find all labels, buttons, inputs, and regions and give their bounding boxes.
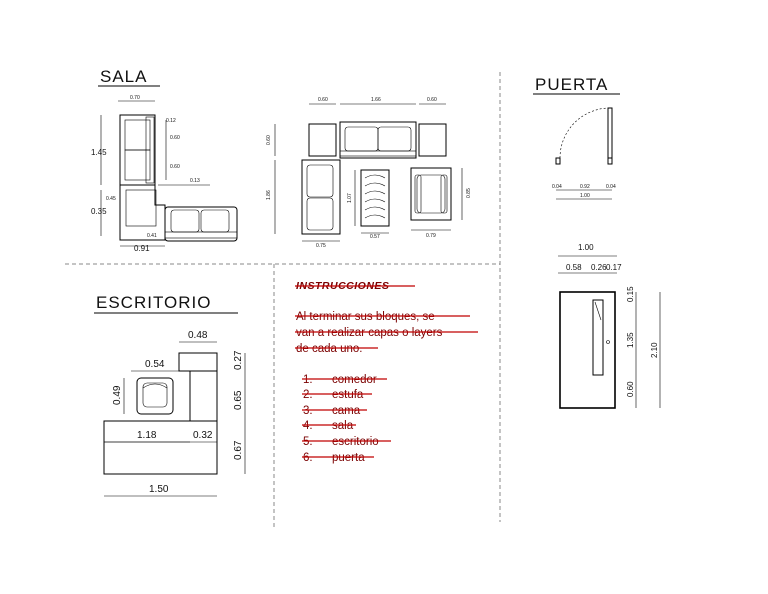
svg-text:0.60: 0.60: [427, 97, 437, 103]
svg-text:0.79: 0.79: [426, 233, 436, 239]
svg-text:0.49: 0.49: [112, 385, 123, 405]
svg-text:0.67: 0.67: [233, 440, 244, 460]
list-item: 2.: [303, 389, 313, 401]
svg-text:0.32: 0.32: [193, 430, 213, 441]
svg-text:0.65: 0.65: [233, 390, 244, 410]
list-item: 3.: [303, 405, 313, 417]
svg-text:0.12: 0.12: [166, 118, 176, 124]
list-item: 1.: [303, 374, 313, 386]
svg-text:0.45: 0.45: [106, 196, 116, 202]
svg-text:1.00: 1.00: [580, 193, 590, 199]
svg-text:1.50: 1.50: [149, 484, 169, 495]
instructions-line-2: van a realizar capas o layers: [296, 327, 443, 339]
svg-text:1.86: 1.86: [266, 190, 272, 200]
svg-text:1.66: 1.66: [371, 97, 381, 103]
svg-text:0.35: 0.35: [91, 207, 107, 216]
svg-text:0.27: 0.27: [233, 350, 244, 370]
puerta-title: PUERTA: [535, 75, 608, 94]
svg-text:1.45: 1.45: [91, 148, 107, 157]
list-item: sala: [332, 420, 354, 432]
instructions-block: INSTRUCCIONES Al terminar sus bloques, s…: [295, 280, 478, 464]
list-item: cama: [332, 405, 361, 417]
svg-text:0.60: 0.60: [318, 97, 328, 103]
svg-text:0.41: 0.41: [147, 233, 157, 239]
list-item: 4.: [303, 420, 313, 432]
list-item: 6.: [303, 452, 313, 464]
svg-text:0.60: 0.60: [170, 164, 180, 170]
svg-text:0.92: 0.92: [580, 184, 590, 190]
list-item: escritorio: [332, 436, 379, 448]
svg-text:0.91: 0.91: [134, 244, 150, 253]
instructions-list: 1. comedor 2. estufa 3. cama 4. sala 5. …: [302, 374, 391, 464]
svg-text:1.18: 1.18: [137, 430, 157, 441]
puerta-block: PUERTA 0.04 0.92 0.04 1.00 1.00 0.58 0.2…: [533, 75, 661, 409]
svg-text:0.04: 0.04: [606, 184, 616, 190]
list-item: comedor: [332, 374, 377, 386]
svg-text:1.07: 1.07: [347, 193, 353, 203]
instructions-line-1: Al terminar sus bloques, se: [296, 311, 435, 323]
svg-text:1.00: 1.00: [578, 243, 594, 252]
svg-text:0.70: 0.70: [130, 95, 140, 101]
escritorio-block: ESCRITORIO 0.48 0.54 0.27 0.49 0.65 1.18…: [94, 293, 246, 497]
svg-text:0.75: 0.75: [316, 243, 326, 249]
list-item: 5.: [303, 436, 313, 448]
svg-text:0.13: 0.13: [190, 178, 200, 184]
svg-text:0.60: 0.60: [266, 135, 272, 145]
svg-text:0.15: 0.15: [626, 286, 635, 302]
svg-text:0.26: 0.26: [591, 263, 607, 272]
svg-text:0.57: 0.57: [370, 234, 380, 240]
svg-text:0.60: 0.60: [626, 381, 635, 397]
sala-block: SALA 0.70 1.45 0.60 0.60 0.12 0.13 0.45 …: [91, 67, 472, 253]
sala-title: SALA: [100, 67, 147, 86]
svg-text:1.35: 1.35: [626, 332, 635, 348]
svg-text:0.17: 0.17: [606, 263, 622, 272]
instructions-line-3: de cada uno.: [296, 343, 363, 355]
svg-text:0.04: 0.04: [552, 184, 562, 190]
escritorio-title: ESCRITORIO: [96, 293, 211, 312]
svg-text:2.10: 2.10: [650, 342, 659, 358]
svg-text:0.60: 0.60: [170, 135, 180, 141]
list-item: estufa: [332, 389, 364, 401]
svg-text:0.48: 0.48: [188, 330, 208, 341]
svg-text:0.54: 0.54: [145, 359, 165, 370]
svg-text:0.58: 0.58: [566, 263, 582, 272]
list-item: puerta: [332, 452, 365, 464]
svg-text:0.85: 0.85: [466, 188, 472, 198]
